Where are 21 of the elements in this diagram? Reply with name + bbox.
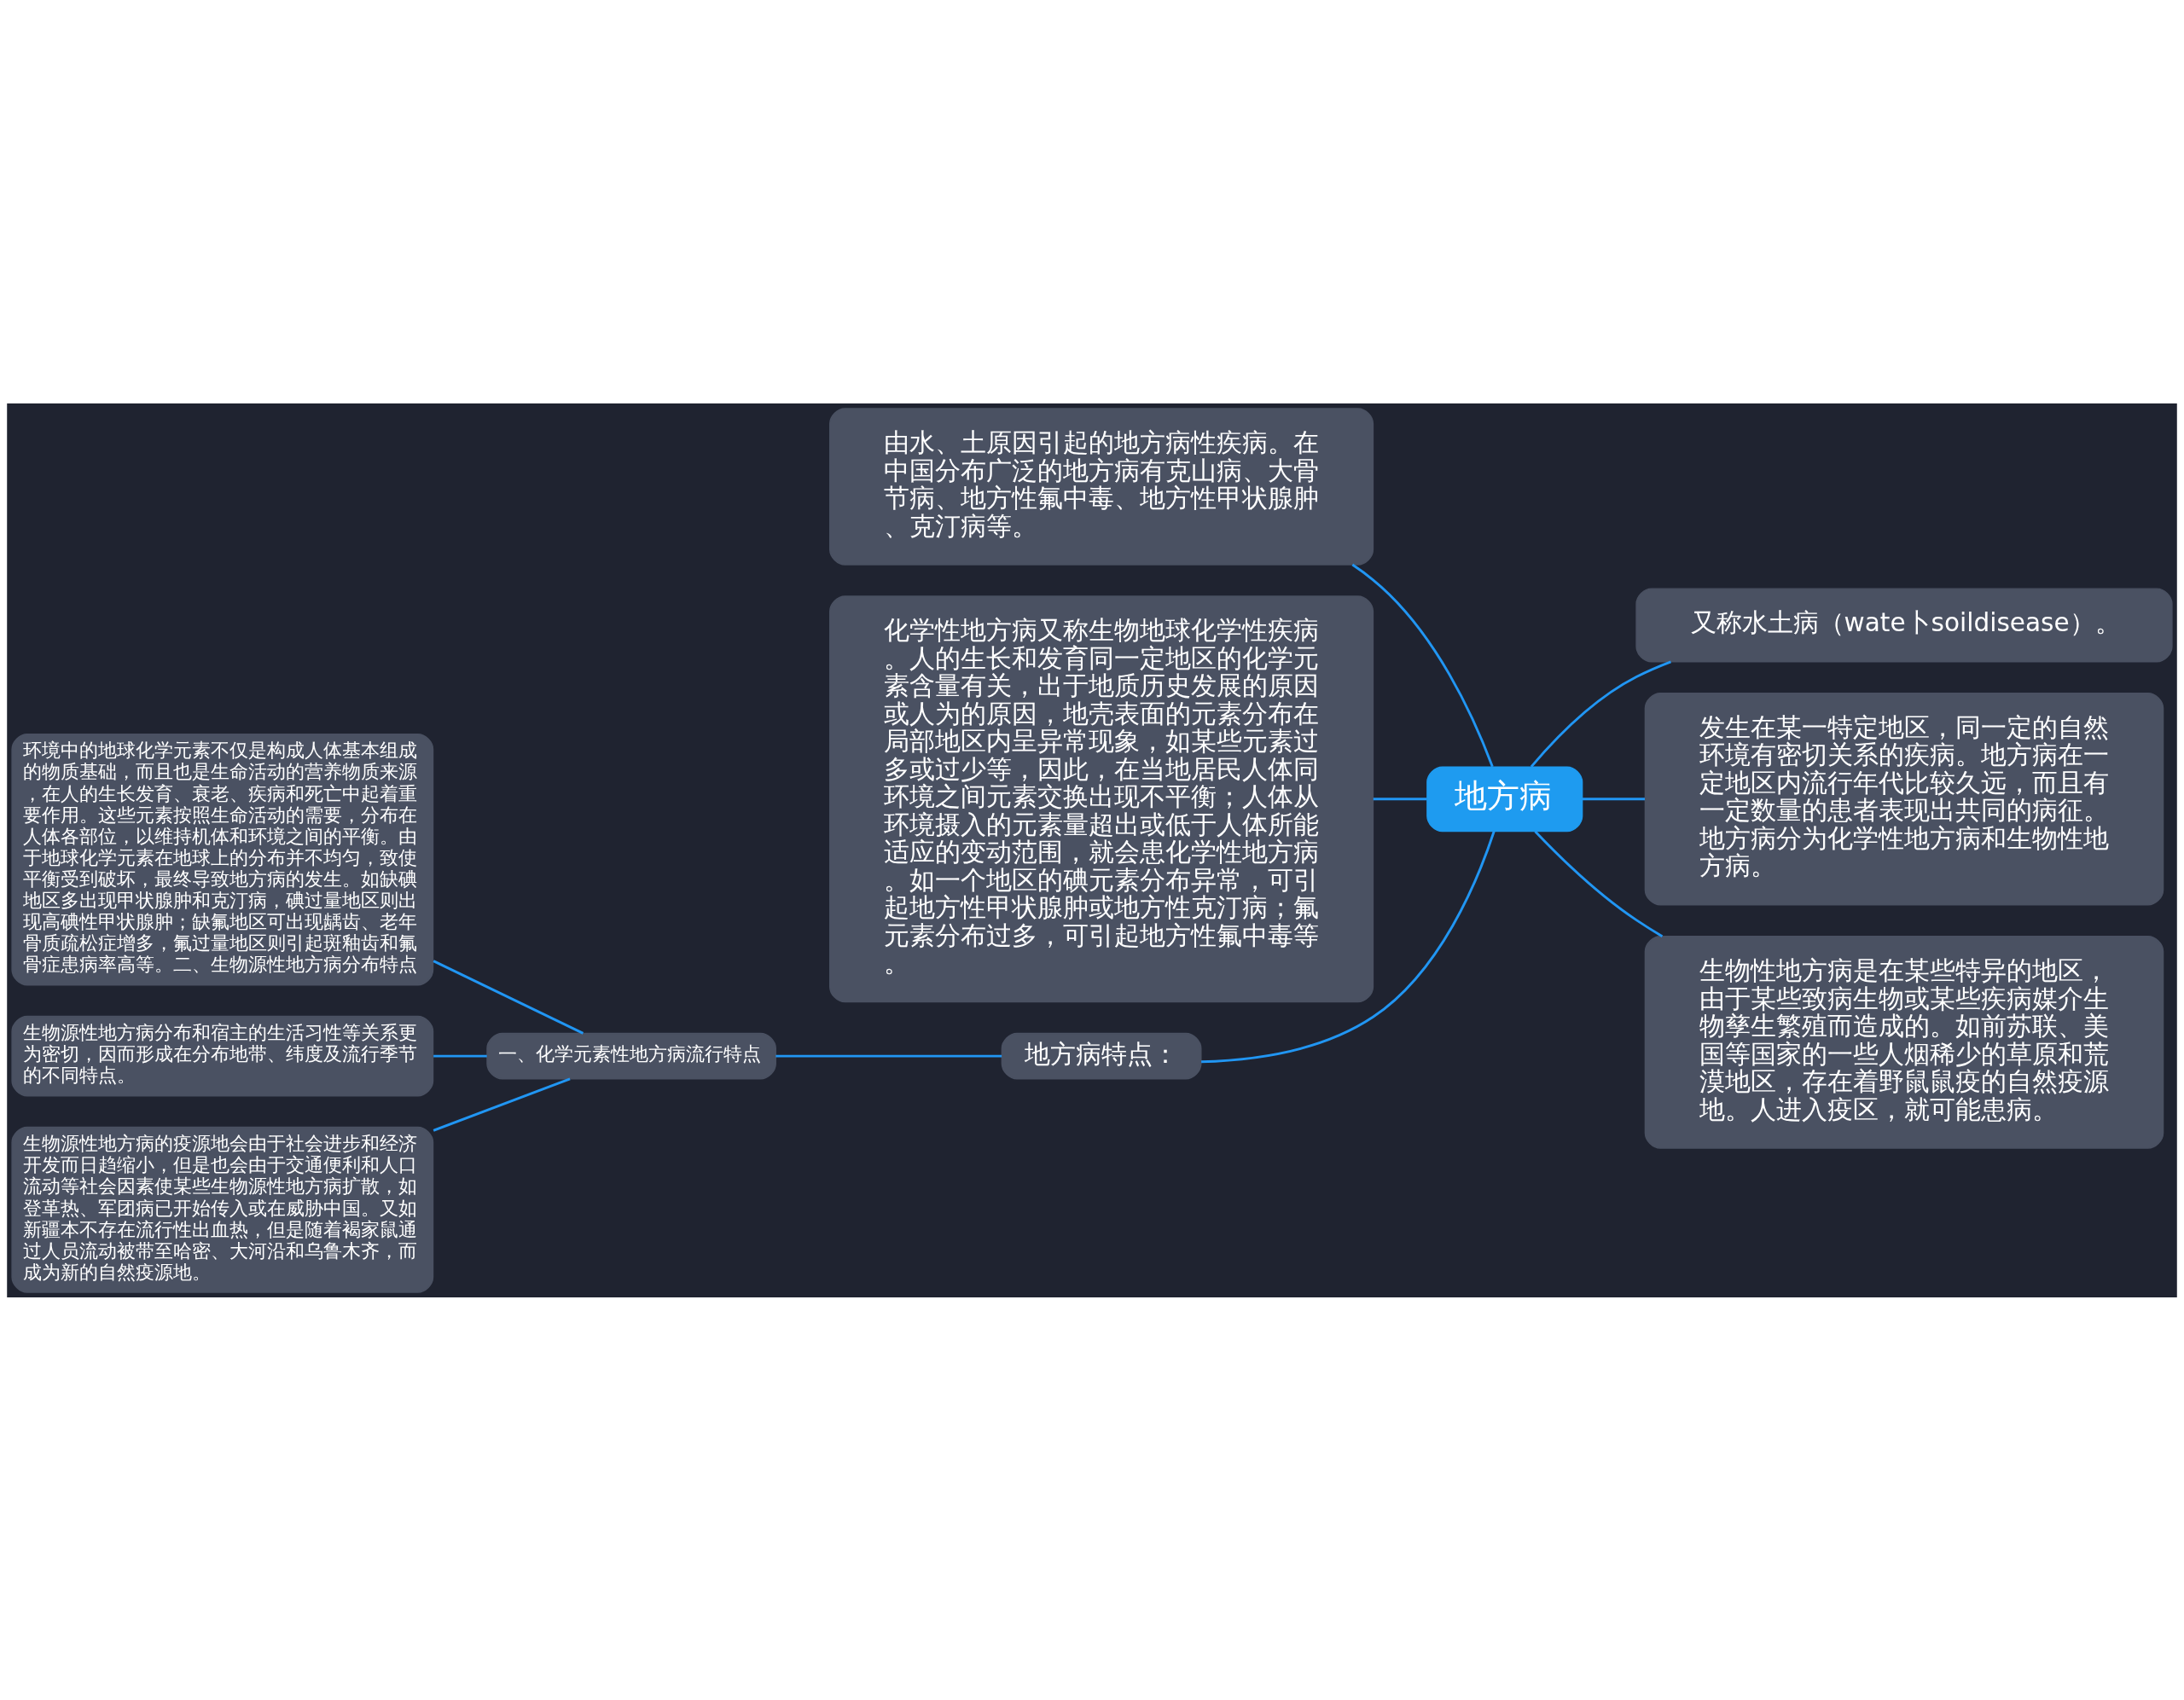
connector [1373, 797, 1427, 800]
connector [433, 1054, 487, 1058]
connector [433, 1076, 571, 1132]
node-box: 地方病 [1426, 765, 1583, 832]
connector [775, 1054, 1002, 1058]
node-box: 又称水土病（wate卜soildisease）。 [1635, 587, 2173, 663]
node-box: 化学性地方病又称生物地球化学性疾病。人的生长和发育同一定地区的化学元素含量有关，出于地质历史发展的原因或人为的原因，地壳表面的元素分布在局部地区内呈异常现象，如某些元素过多或过少等，因此，在当地居民人体同环境之间元素交换出现不平衡；人体从环境摄入的元素量超出或低于人体所能适应的变动范围，就会患化学性地方病。如一个地区的碘元素分布异常，可引起地方性甲状腺肿或地方性克汀病；氟元素分布过多，可引起地方性氟中毒等。 [829, 595, 1374, 1002]
node-box: 一、化学元素性地方病流行特点 [486, 1032, 776, 1079]
connector [1201, 830, 1496, 1063]
node-box: 发生在某一特定地区，同一定的自然环境有密切关系的疾病。地方病在一定地区内流行年代比较久远，而且有一定数量的患者表现出共同的病征。地方病分为化学性地方病和生物性地方病。 [1644, 692, 2164, 906]
connector [1582, 797, 1645, 800]
node-box: 由水、土原因引起的地方病性疾病。在中国分布广泛的地方病有克山病、大骨节病、地方性氟中毒、地方性甲状腺肿、克汀病等。 [829, 407, 1374, 566]
connector [1351, 563, 1494, 767]
connector [1530, 659, 1671, 768]
node-box: 生物源性地方病的疫源地会由于社会进步和经济开发而日趋缩小，但是也会由于交通便利和人口流动等社会因素使某些生物源性地方病扩散，如登革热、军团病已开始传入或在威胁中国。又如新疆本不存在流行性出血热，但是随着褐家鼠通过人员流动被带至哈密、大河沿和乌鲁木齐，而成为新的自然疫源地。 [11, 1126, 434, 1293]
node-box: 环境中的地球化学元素不仅是构成人体基本组成的物质基础，而且也是生命活动的营养物质来源，在人的生长发育、衰老、疾病和死亡中起着重要作用。这些元素按照生命活动的需要，分布在人体各部位，以维持机体和环境之间的平衡。由于地球化学元素在地球上的分布并不均匀，致使平衡受到破坏，最终导致地方病的发生。如缺碘地区多出现甲状腺肿和克汀病，碘过量地区则出现高碘性甲状腺肿；缺氟地区可出现龋齿、老年骨质疏松症增多，氟过量地区则引起斑釉齿和氟骨症患病率高等。二、生物源性地方病分布特点 [11, 733, 434, 985]
connector [433, 959, 584, 1035]
connector [1534, 830, 1664, 937]
node-box: 生物源性地方病分布和宿主的生活习性等关系更为密切，因而形成在分布地带、纬度及流行季节的不同特点。 [11, 1015, 434, 1096]
node-box: 地方病特点： [1001, 1032, 1202, 1079]
node-box: 生物性地方病是在某些特异的地区，由于某些致病生物或某些疾病媒介生物孳生繁殖而造成的。如前苏联、美国等国家的一些人烟稀少的草原和荒漠地区，存在着野鼠鼠疫的自然疫源地。人进入疫区，就可能患病。 [1644, 935, 2164, 1149]
